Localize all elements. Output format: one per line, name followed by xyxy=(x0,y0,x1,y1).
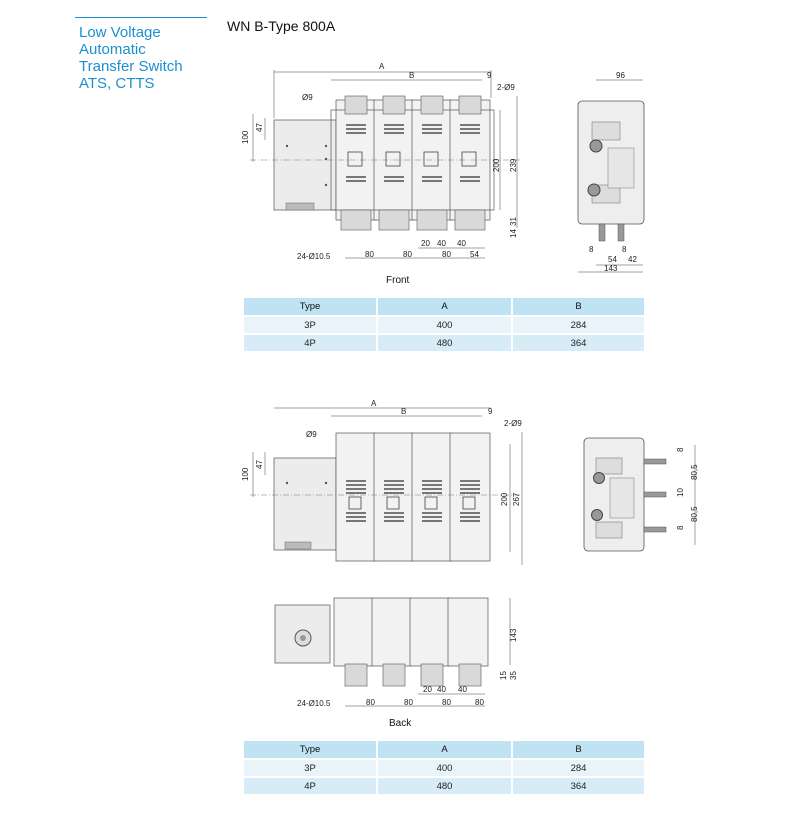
dim-15: 15 xyxy=(499,671,508,680)
dim-100: 100 xyxy=(241,467,250,481)
dim-267: 267 xyxy=(512,492,521,506)
dim-80-5: 80,5 xyxy=(690,464,699,480)
dim-80: 80 xyxy=(365,250,374,259)
dim-42: 42 xyxy=(628,255,637,264)
sidebar-title-line: Automatic xyxy=(79,41,146,58)
dim-80: 80 xyxy=(403,250,412,259)
table-header-row: Type A B xyxy=(244,298,644,317)
dim-80: 80 xyxy=(404,698,413,707)
dim-8: 8 xyxy=(622,245,627,254)
dim-54: 54 xyxy=(608,255,617,264)
dim-a: A xyxy=(379,62,385,71)
table-cell: 364 xyxy=(512,777,644,796)
table-header: Type xyxy=(244,298,378,317)
table-row: 3P 400 284 xyxy=(244,759,644,778)
dim-47: 47 xyxy=(255,123,264,132)
back-view-label: Back xyxy=(389,718,412,729)
dim-2-phi9: 2-Ø9 xyxy=(504,419,522,428)
spec-table-front: Type A B 3P 400 284 4P 480 364 xyxy=(244,298,644,353)
sidebar-title-line: Low Voltage xyxy=(79,24,161,41)
table-cell: 400 xyxy=(377,316,513,335)
sidebar-title: Low Voltage Automatic Transfer Switch AT… xyxy=(79,24,209,92)
table-row: 3P 400 284 xyxy=(244,316,644,335)
table-cell: 480 xyxy=(377,777,513,796)
dim-phi9: Ø9 xyxy=(306,430,317,439)
dim-31: 31 xyxy=(509,217,518,226)
dim-8: 8 xyxy=(676,447,685,452)
dim-40: 40 xyxy=(437,239,446,248)
dim-143: 143 xyxy=(509,628,518,642)
dim-10: 10 xyxy=(676,488,685,497)
dim-phi9: Ø9 xyxy=(302,93,313,102)
sidebar-rule xyxy=(75,17,207,18)
table-cell: 284 xyxy=(512,759,644,778)
front-view-drawing xyxy=(250,70,645,273)
spec-table-back: Type A B 3P 400 284 4P 480 364 xyxy=(244,741,644,796)
table-cell: 364 xyxy=(512,334,644,353)
dim-8: 8 xyxy=(589,245,594,254)
sidebar-title-line: Transfer Switch xyxy=(79,58,183,75)
dim-40: 40 xyxy=(458,685,467,694)
dim-40: 40 xyxy=(457,239,466,248)
table-cell: 3P xyxy=(244,316,378,335)
dim-80: 80 xyxy=(442,250,451,259)
page-title: WN B-Type 800A xyxy=(227,18,336,34)
dim-40: 40 xyxy=(437,685,446,694)
dim-20: 20 xyxy=(421,239,430,248)
dim-200: 200 xyxy=(492,158,501,172)
table-header: Type xyxy=(244,741,378,760)
dim-143: 143 xyxy=(604,264,618,273)
table-header-row: Type A B xyxy=(244,741,644,760)
dim-80: 80 xyxy=(366,698,375,707)
front-view-2-drawing xyxy=(250,407,696,565)
dim-20: 20 xyxy=(423,685,432,694)
dim-holes: 24-Ø10.5 xyxy=(297,252,331,261)
table-cell: 4P xyxy=(244,334,378,353)
dim-8: 8 xyxy=(676,525,685,530)
table-cell: 4P xyxy=(244,777,378,796)
dim-100: 100 xyxy=(241,130,250,144)
dim-54: 54 xyxy=(470,250,479,259)
dim-80: 80 xyxy=(442,698,451,707)
dim-80-5: 80,5 xyxy=(690,506,699,522)
dim-b: B xyxy=(409,71,414,80)
dim-b: B xyxy=(401,407,406,416)
table-header: A xyxy=(377,741,513,760)
dim-35: 35 xyxy=(509,671,518,680)
table-row: 4P 480 364 xyxy=(244,334,644,353)
table-cell: 400 xyxy=(377,759,513,778)
table-row: 4P 480 364 xyxy=(244,777,644,796)
table-header: B xyxy=(512,741,644,760)
dim-239: 239 xyxy=(509,158,518,172)
table-cell: 3P xyxy=(244,759,378,778)
table-header: B xyxy=(512,298,644,317)
sidebar-title-line: ATS, CTTS xyxy=(79,75,155,92)
table-header: A xyxy=(377,298,513,317)
dim-9: 9 xyxy=(487,71,492,80)
dim-a: A xyxy=(371,399,377,408)
dim-80: 80 xyxy=(475,698,484,707)
table-cell: 480 xyxy=(377,334,513,353)
dim-2-phi9: 2-Ø9 xyxy=(497,83,515,92)
table-cell: 284 xyxy=(512,316,644,335)
back-view-drawing xyxy=(274,597,511,707)
dim-200: 200 xyxy=(500,492,509,506)
dim-96: 96 xyxy=(616,71,625,80)
front-view-label: Front xyxy=(386,275,410,286)
dim-47: 47 xyxy=(255,460,264,469)
dim-14: 14 xyxy=(509,229,518,238)
dim-holes: 24-Ø10.5 xyxy=(297,699,331,708)
dim-9: 9 xyxy=(488,407,493,416)
